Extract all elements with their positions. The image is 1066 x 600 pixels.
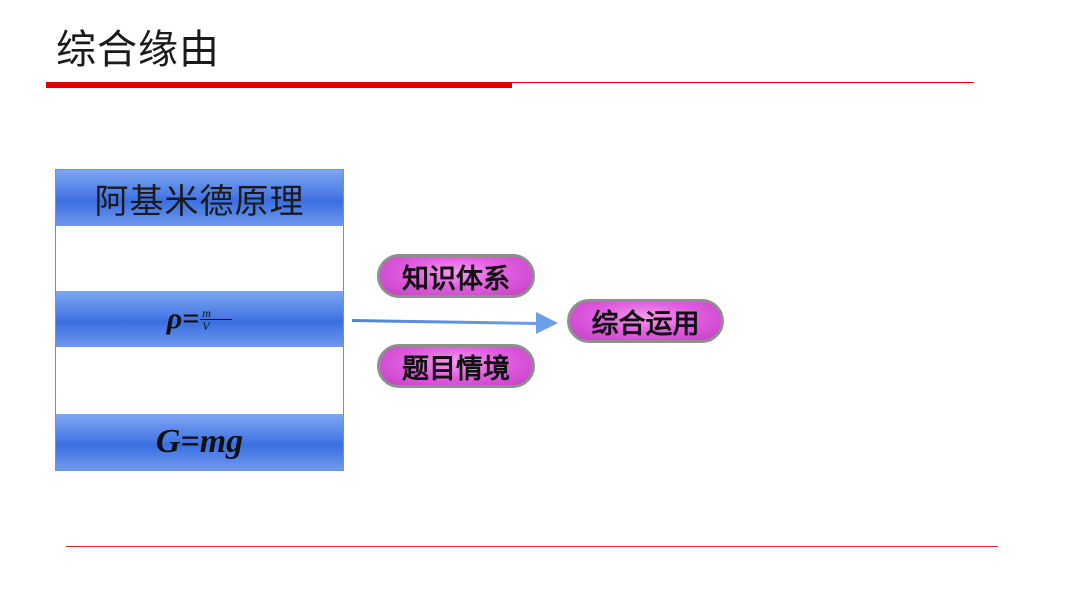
principle-header-band: 阿基米德原理 xyxy=(56,170,343,226)
slide-title: 综合缘由 xyxy=(56,27,220,73)
footer-divider xyxy=(66,546,998,547)
density-formula: ρ= m V xyxy=(167,302,233,336)
principle-header: 阿基米德原理 xyxy=(94,181,305,222)
knowledge-system-pill: 知识体系 xyxy=(377,254,535,298)
principle-stack: 阿基米德原理 ρ= m V G=mg xyxy=(55,169,344,471)
title-underline-thin xyxy=(512,82,974,83)
gravity-formula-band: G=mg xyxy=(56,414,343,470)
flow-arrow-shaft xyxy=(352,319,538,325)
density-formula-band: ρ= m V xyxy=(56,291,343,347)
comprehensive-application-pill: 综合运用 xyxy=(567,299,724,343)
density-denominator: V xyxy=(202,318,210,333)
density-formula-lhs: ρ= xyxy=(166,302,200,335)
problem-scenario-pill: 题目情境 xyxy=(377,344,535,388)
title-underline-thick xyxy=(46,82,512,88)
density-numerator: m xyxy=(200,307,233,320)
flow-arrow-head xyxy=(536,312,558,334)
flow-arrow xyxy=(352,312,558,334)
gravity-formula: G=mg xyxy=(155,423,244,460)
density-fraction: m V xyxy=(200,307,233,333)
